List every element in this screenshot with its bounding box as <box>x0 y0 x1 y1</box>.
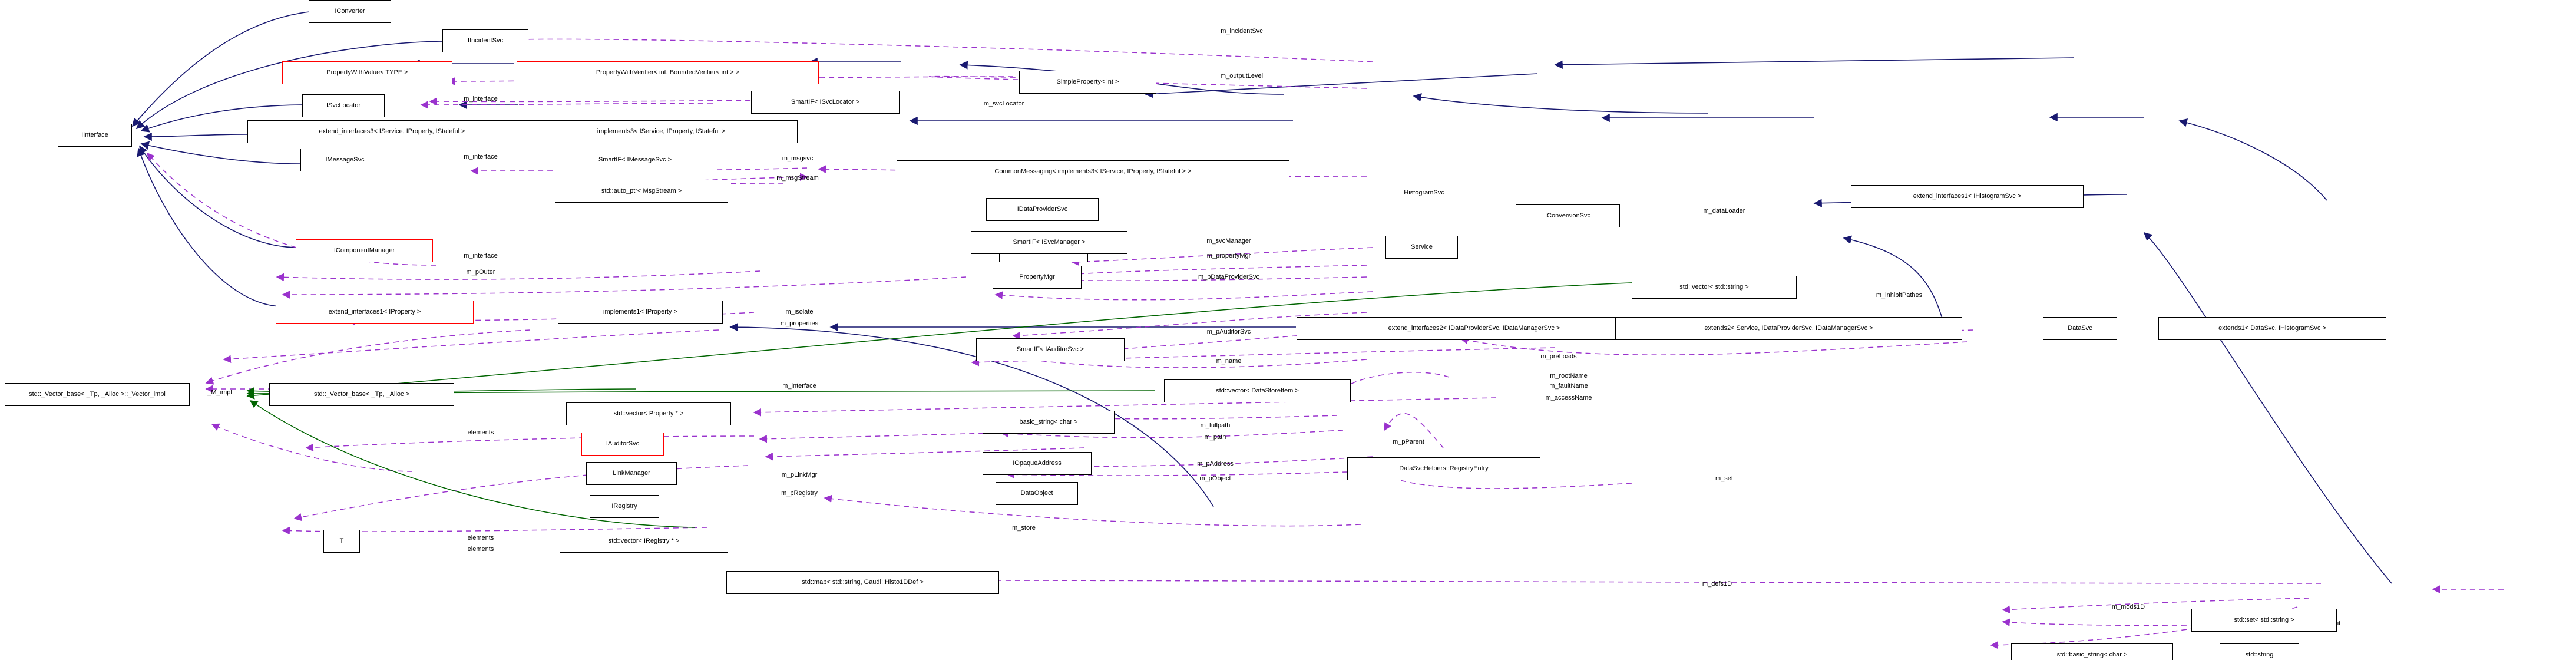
class-node-extends1[interactable]: extends1< DataSvc, IHistogramSvc > <box>2158 317 2386 340</box>
edge-label-elements_3: elements <box>467 546 494 553</box>
edge-label-m_store: m_store <box>1012 524 1036 532</box>
edge-label-_M_impl: _M_impl <box>207 389 232 396</box>
edge-label-m_svcLocator: m_svcLocator <box>983 100 1024 107</box>
class-node-simpleproperty[interactable]: SimpleProperty< int > <box>1019 71 1156 94</box>
edge-label-m_pDataProviderSvc: m_pDataProviderSvc <box>1198 273 1259 280</box>
class-node-service[interactable]: Service <box>1385 236 1458 259</box>
class-node-interface[interactable]: IInterface <box>58 124 132 147</box>
edge-label-m_pObject: m_pObject <box>1199 475 1231 482</box>
class-node-map_histo1ddef[interactable]: std::map< std::string, Gaudi::Histo1DDef… <box>726 571 999 594</box>
class-node-iconverter[interactable]: IConverter <box>309 0 391 23</box>
class-node-iauditorsvc[interactable]: IAuditorSvc <box>581 433 664 456</box>
edge-label-m_properties: m_properties <box>780 320 819 327</box>
edge-label-m_pLinkMgr: m_pLinkMgr <box>781 471 818 478</box>
edge-label-m_pAuditorSvc: m_pAuditorSvc <box>1206 328 1251 335</box>
edge-label-m_name: m_name <box>1216 358 1242 365</box>
class-node-smartif_iauditorsvc[interactable]: SmartIF< IAuditorSvc > <box>976 338 1125 361</box>
class-node-dataobject[interactable]: DataObject <box>996 482 1078 505</box>
edge-label-m_path: m_path <box>1204 434 1226 441</box>
edge-label-m_faultName: m_faultName <box>1549 382 1588 390</box>
class-node-linkmanager[interactable]: LinkManager <box>586 462 677 485</box>
class-node-imessagesvc[interactable]: IMessageSvc <box>300 148 389 171</box>
class-node-vector_string[interactable]: std::vector< std::string > <box>1632 276 1797 299</box>
edge-label-elements_1: elements <box>467 429 494 436</box>
edge-label-m_isolate: m_isolate <box>785 308 814 315</box>
class-node-histogramsvc_top[interactable]: HistogramSvc <box>1374 182 1474 204</box>
class-node-smartif_imessagesvc[interactable]: SmartIF< IMessageSvc > <box>557 148 713 171</box>
class-node-vector_property[interactable]: std::vector< Property * > <box>566 402 731 425</box>
class-node-propertywithvalue[interactable]: PropertyWithValue< TYPE > <box>282 61 452 84</box>
class-node-propertywithverifier[interactable]: PropertyWithVerifier< int, BoundedVerifi… <box>517 61 819 84</box>
class-node-basic_string_char[interactable]: basic_string< char > <box>983 411 1115 434</box>
edge-label-m_msgsvc: m_msgsvc <box>782 155 814 162</box>
class-node-extend_interfaces3[interactable]: extend_interfaces3< IService, IProperty,… <box>247 120 537 143</box>
edge-label-m_mods1D: m_mods1D <box>2111 603 2145 610</box>
edge-label-m_interface_1: m_interface <box>464 95 498 103</box>
class-node-iincidentsvc[interactable]: IIncidentSvc <box>442 29 528 52</box>
edge-label-tit: tit <box>2335 620 2341 627</box>
edge-label-m_interface_3: m_interface <box>464 252 498 259</box>
class-node-smartif_isvclocator[interactable]: SmartIF< ISvcLocator > <box>751 91 900 114</box>
class-node-iregistry[interactable]: IRegistry <box>590 495 659 518</box>
edge-label-m_pParent: m_pParent <box>1393 438 1424 446</box>
class-node-idataprovidersvc[interactable]: IDataProviderSvc <box>986 198 1099 221</box>
class-node-vector_datastoreitem[interactable]: std::vector< DataStoreItem > <box>1164 380 1351 402</box>
class-node-extend_interfaces1_ihistogramsvc[interactable]: extend_interfaces1< IHistogramSvc > <box>1851 185 2084 208</box>
edge-label-m_incidentSvc: m_incidentSvc <box>1221 28 1263 35</box>
class-node-basic_string_char2[interactable]: std::basic_string< char > <box>2011 644 2173 660</box>
class-node-registryentry[interactable]: DataSvcHelpers::RegistryEntry <box>1347 457 1540 480</box>
class-node-vector_base_impl[interactable]: std::_Vector_base< _Tp, _Alloc >::_Vecto… <box>5 383 190 406</box>
class-node-vector_base[interactable]: std::_Vector_base< _Tp, _Alloc > <box>269 383 454 406</box>
class-node-smartif_isvcmanager[interactable]: SmartIF< ISvcManager > <box>971 231 1127 254</box>
class-node-extends2[interactable]: extends2< Service, IDataProviderSvc, IDa… <box>1615 317 1962 340</box>
class-node-set_string[interactable]: std::set< std::string > <box>2191 609 2337 632</box>
edge-label-m_dataLoader: m_dataLoader <box>1703 207 1745 214</box>
edge-label-elements_2: elements <box>467 534 494 542</box>
edge-label-m_rootName: m_rootName <box>1550 372 1588 380</box>
class-node-t_param[interactable]: T <box>323 530 360 553</box>
edge-label-m_msgStream: m_msgStream <box>776 174 819 182</box>
edge-label-m_svcManager: m_svcManager <box>1206 237 1251 245</box>
class-node-icomponentmanager[interactable]: IComponentManager <box>296 239 433 262</box>
edge-label-m_fullpath: m_fullpath <box>1200 422 1231 429</box>
class-node-implements1_iproperty[interactable]: implements1< IProperty > <box>558 301 723 324</box>
edge-label-m_interface_4: m_interface <box>782 382 816 390</box>
edge-label-m_inhibitPathes: m_inhibitPathes <box>1876 292 1923 299</box>
class-node-vector_iregistry[interactable]: std::vector< IRegistry * > <box>560 530 728 553</box>
edge-label-m_pRegistry: m_pRegistry <box>781 490 818 497</box>
edge-label-m_interface_2: m_interface <box>464 153 498 160</box>
class-node-commonmessaging[interactable]: CommonMessaging< implements3< IService, … <box>897 160 1289 183</box>
class-node-extend_interfaces2[interactable]: extend_interfaces2< IDataProviderSvc, ID… <box>1297 317 1652 340</box>
edge-label-m_pAddress: m_pAddress <box>1197 460 1234 467</box>
class-node-autoptr_msgstream[interactable]: std::auto_ptr< MsgStream > <box>555 180 728 203</box>
edge-label-m_pOuter: m_pOuter <box>466 269 495 276</box>
edge-label-m_outputLevel: m_outputLevel <box>1220 72 1264 80</box>
class-node-propertymgr[interactable]: PropertyMgr <box>993 266 1082 289</box>
class-node-std_string[interactable]: std::string <box>2220 644 2299 660</box>
class-node-isvclocator[interactable]: ISvcLocator <box>302 94 385 117</box>
class-node-datasvc[interactable]: DataSvc <box>2043 317 2117 340</box>
class-node-implements3[interactable]: implements3< IService, IProperty, IState… <box>525 120 798 143</box>
class-node-extend_interfaces1_iproperty[interactable]: extend_interfaces1< IProperty > <box>276 301 474 324</box>
edge-label-m_propertyMgr: m_propertyMgr <box>1206 252 1251 259</box>
edge-label-m_set: m_set <box>1715 475 1733 482</box>
edge-label-m_preLoads: m_preLoads <box>1540 353 1577 360</box>
class-node-iopaqueaddress[interactable]: IOpaqueAddress <box>983 452 1092 475</box>
class-node-iconversionsvc[interactable]: IConversionSvc <box>1516 204 1620 227</box>
edge-label-m_defs1D: m_defs1D <box>1702 580 1732 588</box>
edge-label-m_accessName: m_accessName <box>1545 394 1592 401</box>
